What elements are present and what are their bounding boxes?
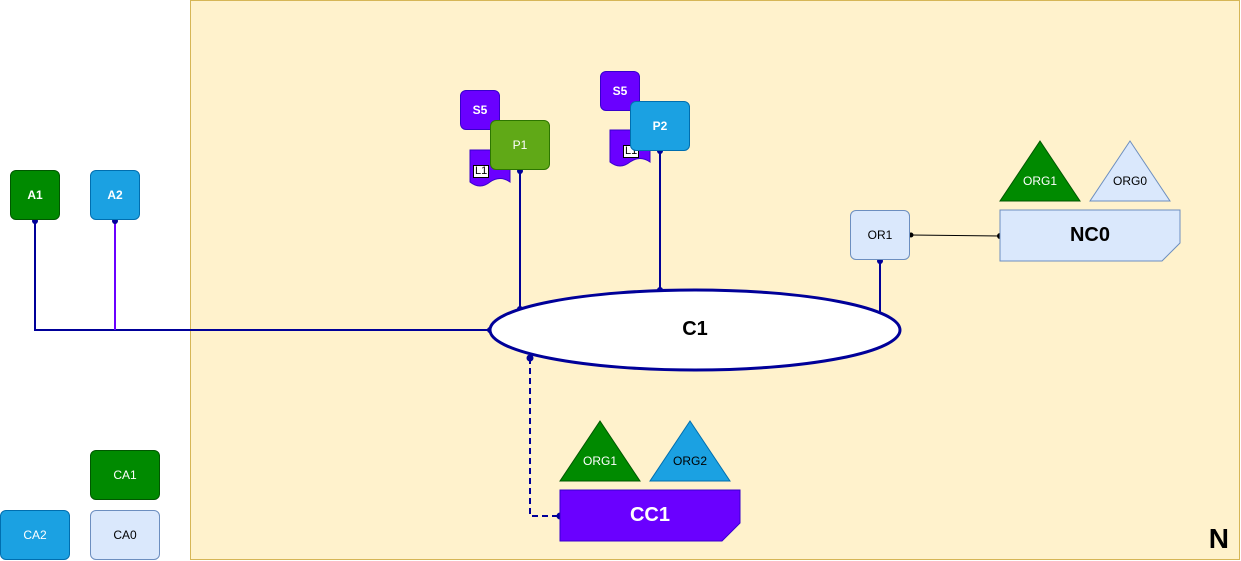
cc1-org2-label: ORG2 [672, 454, 707, 468]
nc0-org0-label: ORG0 [1112, 174, 1147, 188]
orderer-or1-node[interactable]: OR1 [850, 210, 910, 260]
ca0-node[interactable]: CA0 [90, 510, 160, 560]
ca1-node[interactable]: CA1 [90, 450, 160, 500]
connector-a1-channel [34, 220, 490, 331]
nc0-shape [999, 209, 1181, 262]
connector-or1-nc0 [910, 234, 1001, 237]
nc0-org1-label: ORG1 [1022, 174, 1057, 188]
connector-channel-cc1 [529, 358, 560, 517]
peer-p1-node[interactable]: P1 [490, 120, 550, 170]
cc1-label[interactable]: CC1 [629, 504, 670, 526]
channel-ellipse [488, 288, 902, 372]
org0-triangle-nc0 [1089, 140, 1171, 202]
ca2-node[interactable]: CA2 [0, 510, 70, 560]
nc0-label[interactable]: NC0 [1069, 224, 1110, 246]
network-label: N [1208, 523, 1229, 554]
cc1-shape [559, 489, 741, 542]
ledger-p1-label: L1 [473, 165, 490, 178]
peer-p2-node[interactable]: P2 [630, 101, 690, 151]
channel-label: C1 [682, 318, 708, 340]
app-a1-node[interactable]: A1 [10, 170, 60, 220]
org1-triangle-cc1 [559, 420, 641, 482]
org1-triangle-nc0 [999, 140, 1081, 202]
cc1-org1-label: ORG1 [582, 454, 617, 468]
org2-triangle-cc1 [649, 420, 731, 482]
app-a2-node[interactable]: A2 [90, 170, 140, 220]
